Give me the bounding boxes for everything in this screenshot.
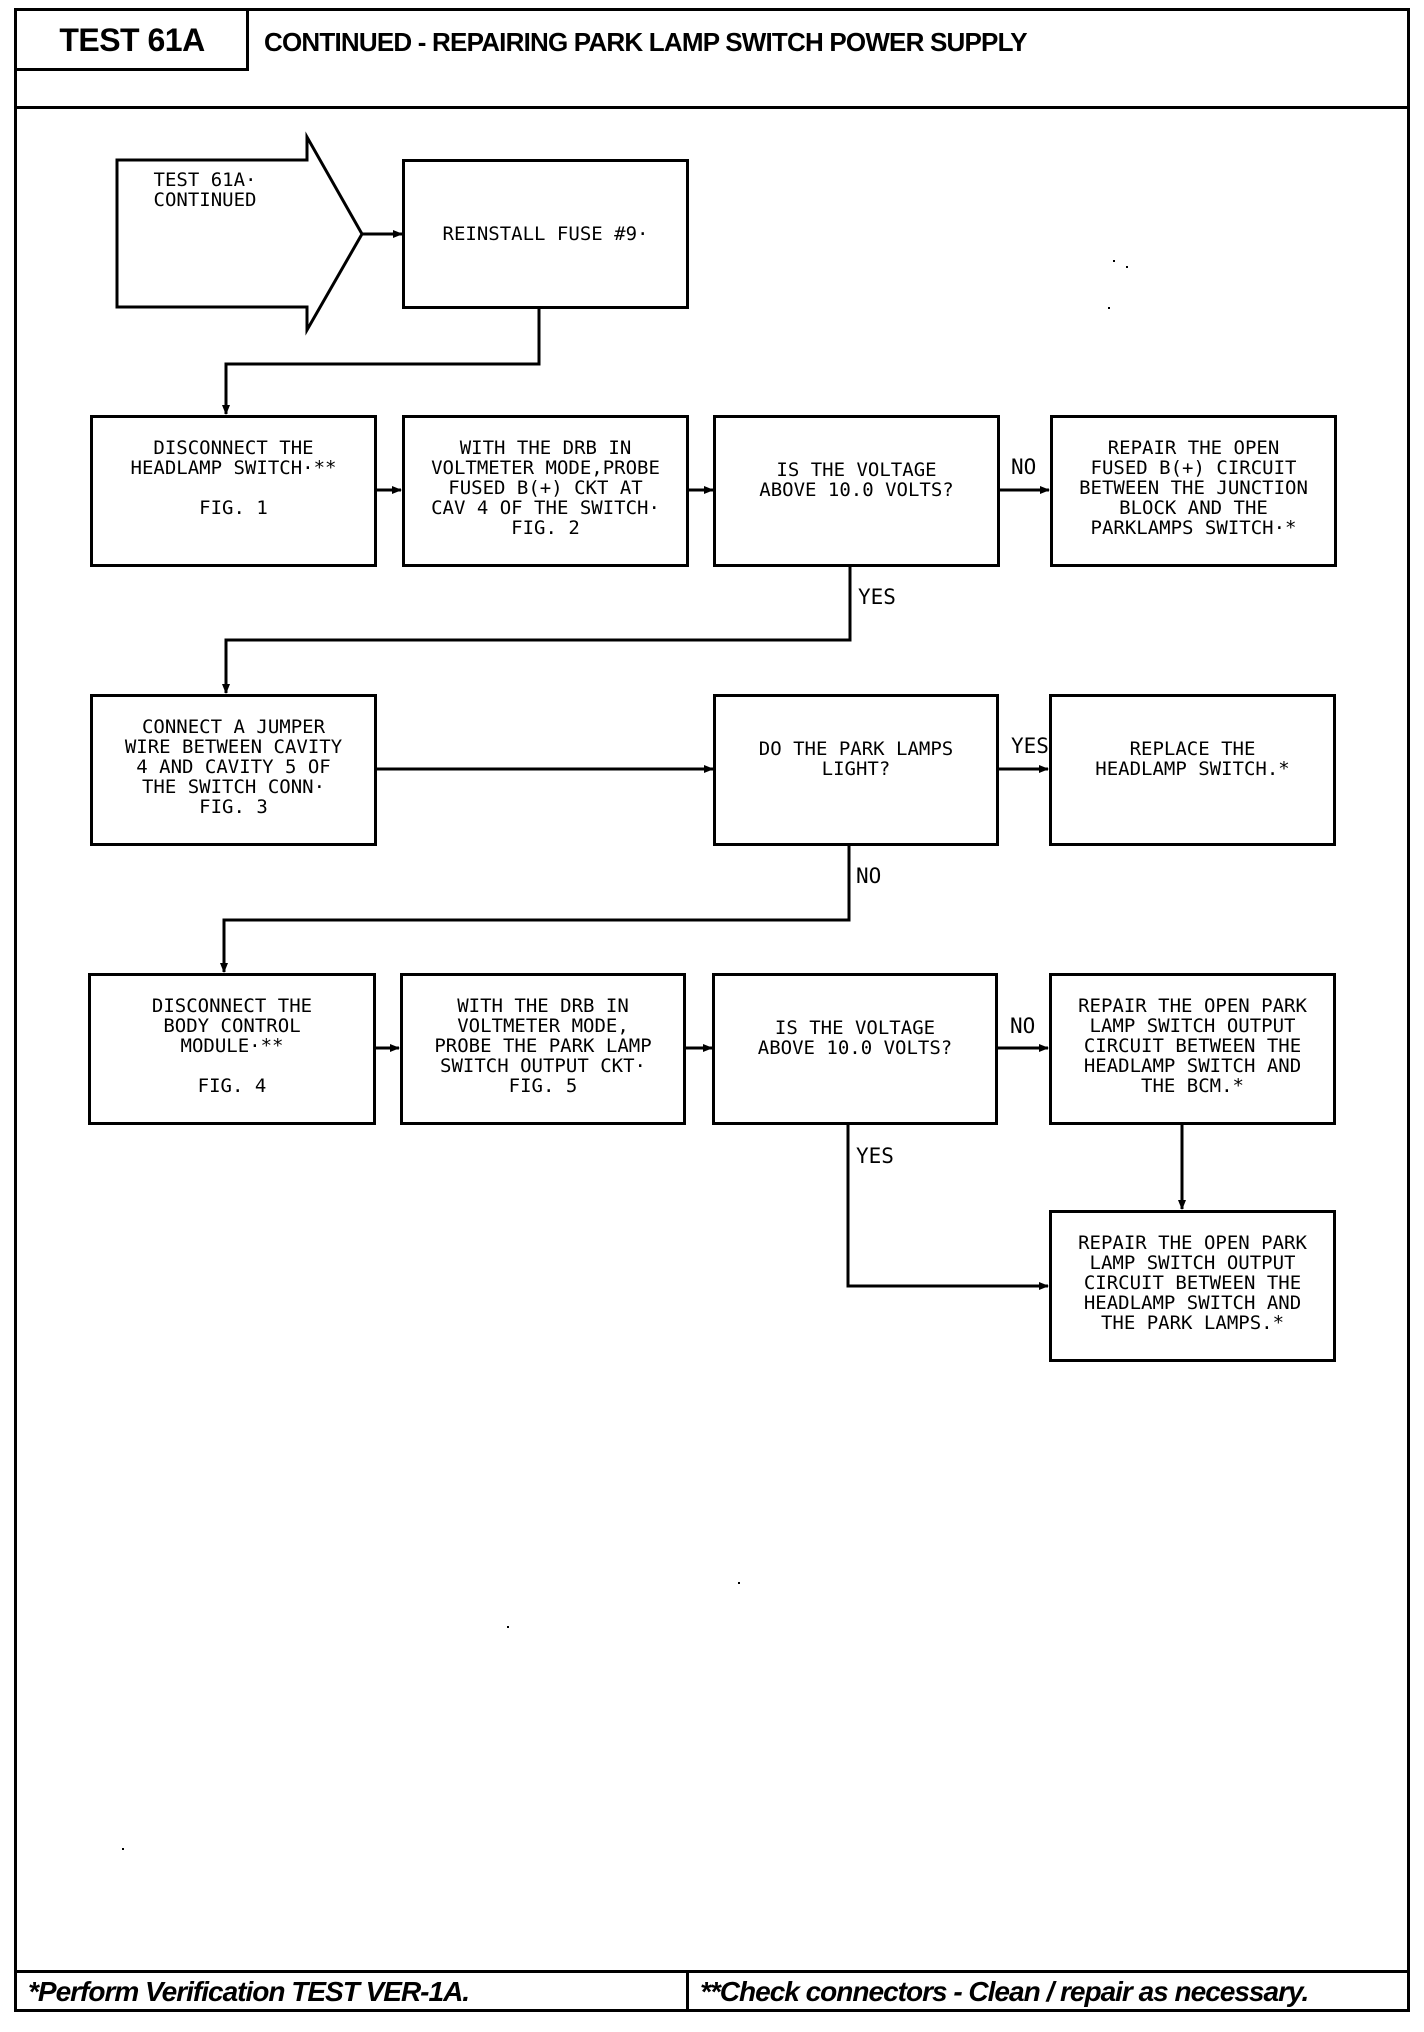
footer-verification-note: *Perform Verification TEST VER-1A. bbox=[28, 1976, 470, 2007]
connector-voltage2-yes bbox=[846, 1124, 1049, 1290]
label-no-1: NO bbox=[1011, 455, 1037, 479]
stray-dot bbox=[738, 1582, 740, 1584]
connector-voltage-yes bbox=[222, 566, 852, 694]
connector-lamps-no bbox=[220, 845, 851, 973]
stray-dot bbox=[507, 1626, 509, 1628]
repair-output-lamps-box[interactable]: REPAIR THE OPEN PARK LAMP SWITCH OUTPUT … bbox=[1049, 1210, 1336, 1362]
repair-output-bcm-box[interactable]: REPAIR THE OPEN PARK LAMP SWITCH OUTPUT … bbox=[1049, 973, 1336, 1125]
test-id: TEST 61A bbox=[59, 22, 205, 58]
probe-fused-box[interactable]: WITH THE DRB IN VOLTMETER MODE,PROBE FUS… bbox=[402, 415, 689, 567]
page-title: CONTINUED - REPAIRING PARK LAMP SWITCH P… bbox=[264, 27, 1028, 57]
disconnect-bcm-box[interactable]: DISCONNECT THE BODY CONTROL MODULE·** FI… bbox=[88, 973, 376, 1125]
start-arrow-shape bbox=[115, 131, 364, 336]
start-label: TEST 61A· CONTINUED bbox=[153, 169, 257, 211]
header-id-underline bbox=[14, 68, 248, 71]
replace-switch-box[interactable]: REPLACE THE HEADLAMP SWITCH.* bbox=[1049, 694, 1336, 846]
voltage-check-2-box[interactable]: IS THE VOLTAGE ABOVE 10.0 VOLTS? bbox=[712, 973, 998, 1125]
connect-jumper-box[interactable]: CONNECT A JUMPER WIRE BETWEEN CAVITY 4 A… bbox=[90, 694, 377, 846]
footer-divider bbox=[14, 1970, 1410, 1973]
stray-dot bbox=[122, 1848, 124, 1850]
label-yes-1: YES bbox=[858, 585, 896, 609]
stray-dot bbox=[1108, 307, 1110, 309]
disconnect-headlamp-box[interactable]: DISCONNECT THE HEADLAMP SWITCH·** FIG. 1 bbox=[90, 415, 377, 567]
connector-reinstall-to-disconnect bbox=[222, 308, 541, 415]
stray-dot bbox=[1113, 260, 1115, 262]
page-frame bbox=[14, 8, 1410, 2012]
reinstall-fuse-box[interactable]: REINSTALL FUSE #9· bbox=[402, 159, 689, 309]
stray-dot bbox=[1126, 266, 1128, 268]
repair-fused-box[interactable]: REPAIR THE OPEN FUSED B(+) CIRCUIT BETWE… bbox=[1050, 415, 1337, 567]
label-no-2: NO bbox=[856, 864, 882, 888]
footer-divider-vertical bbox=[686, 1971, 689, 2012]
probe-output-box[interactable]: WITH THE DRB IN VOLTMETER MODE, PROBE TH… bbox=[400, 973, 686, 1125]
header-divider-vertical bbox=[246, 8, 249, 71]
footer-connectors-note: **Check connectors - Clean / repair as n… bbox=[700, 1976, 1309, 2007]
voltage-check-1-box[interactable]: IS THE VOLTAGE ABOVE 10.0 VOLTS? bbox=[713, 415, 1000, 567]
park-lamps-light-box[interactable]: DO THE PARK LAMPS LIGHT? bbox=[713, 694, 999, 846]
label-yes-3: YES bbox=[856, 1144, 894, 1168]
header-divider bbox=[14, 106, 1410, 109]
label-no-3: NO bbox=[1010, 1014, 1036, 1038]
label-yes-2: YES bbox=[1011, 734, 1049, 758]
